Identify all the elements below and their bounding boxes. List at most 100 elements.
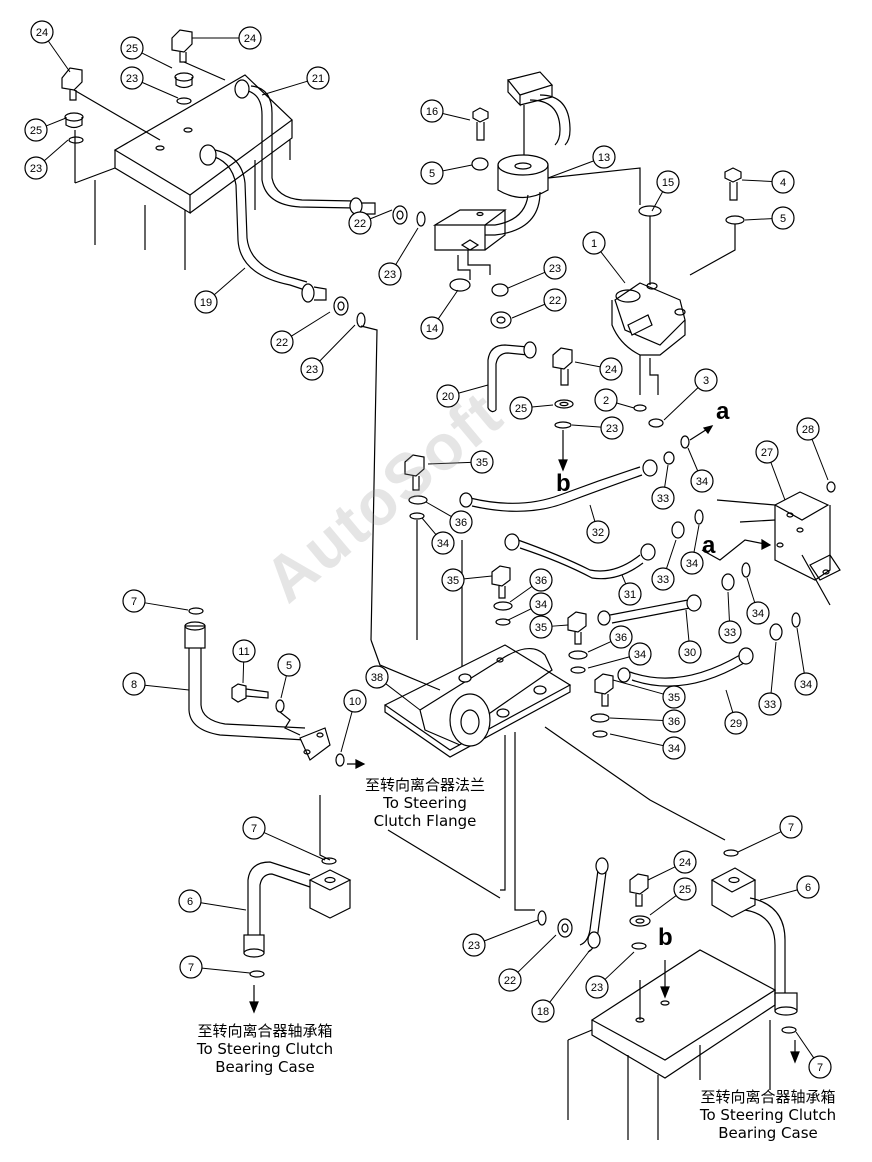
- callout-number: 4: [780, 177, 786, 189]
- callout-balloon: [30, 20, 54, 44]
- callout-leader-line: [340, 711, 353, 753]
- callout-leader-line: [144, 602, 189, 611]
- callout-24: 24: [647, 850, 697, 881]
- marker-a-bracket: a: [702, 532, 716, 559]
- callout-balloon: [690, 469, 714, 493]
- callout-balloon: [436, 384, 460, 408]
- callout-1: 1: [582, 231, 626, 284]
- callout-balloon: [755, 440, 779, 464]
- callout-33: 33: [758, 641, 782, 716]
- callout-balloon: [120, 36, 144, 60]
- callout-balloon: [680, 551, 704, 575]
- callout-number: 21: [312, 73, 324, 85]
- callout-24: 24: [30, 20, 71, 73]
- callout-number: 36: [615, 632, 627, 644]
- callout-leader-line: [770, 641, 777, 694]
- callout-leader-line: [201, 967, 251, 974]
- callout-number: 23: [606, 423, 618, 435]
- callout-number: 36: [455, 517, 467, 529]
- callout-leader-line: [425, 501, 452, 517]
- callout-balloon: [420, 99, 444, 123]
- callout-15: 15: [651, 170, 680, 212]
- callout-22: 22: [270, 311, 331, 354]
- callout-number: 35: [668, 692, 680, 704]
- callout-number: 7: [188, 962, 194, 974]
- callout-5: 5: [420, 161, 473, 185]
- callout-leader-line: [746, 577, 756, 603]
- callout-14: 14: [420, 289, 459, 340]
- callout-35: 35: [612, 679, 686, 709]
- callout-11: 11: [232, 639, 256, 684]
- callout-34: 34: [421, 517, 455, 555]
- callout-35: 35: [441, 568, 493, 592]
- callout-number: 23: [591, 982, 603, 994]
- callout-number: 33: [764, 699, 776, 711]
- callout-leader-line: [484, 919, 539, 942]
- callout-leader-line: [507, 608, 532, 621]
- callout-leader-line: [744, 218, 773, 221]
- callout-leader-line: [685, 609, 690, 642]
- callout-4: 4: [741, 170, 795, 194]
- callout-balloon: [662, 685, 686, 709]
- callout-25: 25: [24, 117, 67, 142]
- callout-leader-line: [609, 717, 664, 721]
- pipe-20: [487, 341, 537, 413]
- callout-leader-line: [571, 424, 602, 428]
- note-bearing-case-left: 至转向离合器轴承箱 To Steering Clutch Bearing Cas…: [196, 1022, 334, 1076]
- callout-7: 7: [179, 955, 251, 979]
- callout-35: 35: [427, 450, 494, 474]
- callout-leader-line: [242, 661, 245, 684]
- callout-number: 8: [131, 679, 137, 691]
- callout-balloon: [232, 639, 256, 663]
- callout-balloon: [378, 262, 402, 286]
- callout-number: 20: [442, 391, 454, 403]
- callout-number: 35: [535, 622, 547, 634]
- callout-number: 34: [696, 476, 708, 488]
- callout-balloon: [178, 889, 202, 913]
- callout-balloon: [498, 968, 522, 992]
- callout-number: 23: [306, 364, 318, 376]
- callout-balloon: [779, 815, 803, 839]
- callout-leader-line: [280, 675, 287, 699]
- callout-balloon: [120, 66, 144, 90]
- callout-balloon: [306, 66, 330, 90]
- pump-assembly-13: [432, 71, 641, 280]
- callout-balloon: [609, 625, 633, 649]
- callout-leader-line: [693, 524, 700, 553]
- callout-24: 24: [192, 26, 262, 50]
- callout-number: 14: [426, 323, 438, 335]
- callout-leader-line: [727, 591, 730, 622]
- callout-leader-line: [531, 404, 554, 408]
- callout-leader-line: [511, 303, 546, 319]
- callout-23: 23: [462, 919, 539, 957]
- callout-leader-line: [507, 271, 546, 289]
- callout-leader-line: [609, 733, 664, 747]
- callout-23: 23: [571, 416, 624, 440]
- callout-number: 24: [244, 33, 256, 45]
- callout-number: 23: [384, 269, 396, 281]
- callout-balloon: [771, 206, 795, 230]
- callout-balloon: [673, 850, 697, 874]
- callout-balloon: [656, 170, 680, 194]
- callout-balloon: [24, 118, 48, 142]
- callout-leader-line: [664, 464, 669, 488]
- callout-leader-line: [200, 902, 247, 911]
- callout-balloon: [794, 672, 818, 696]
- callout-number: 34: [634, 649, 646, 661]
- callout-balloon: [651, 567, 675, 591]
- callout-leader-line: [759, 889, 798, 901]
- callout-balloon: [585, 975, 609, 999]
- callout-number: 23: [549, 263, 561, 275]
- callout-balloon: [594, 388, 618, 412]
- callout-number: 24: [679, 857, 691, 869]
- callout-balloon: [238, 26, 262, 50]
- callout-leader-line: [442, 164, 473, 172]
- callout-number: 29: [730, 718, 742, 730]
- callout-34: 34: [507, 592, 553, 621]
- callout-balloon: [343, 689, 367, 713]
- bolt-11: [231, 683, 345, 767]
- top-left-tank: [74, 74, 293, 270]
- callout-number: 34: [535, 599, 547, 611]
- callout-leader-line: [737, 831, 782, 853]
